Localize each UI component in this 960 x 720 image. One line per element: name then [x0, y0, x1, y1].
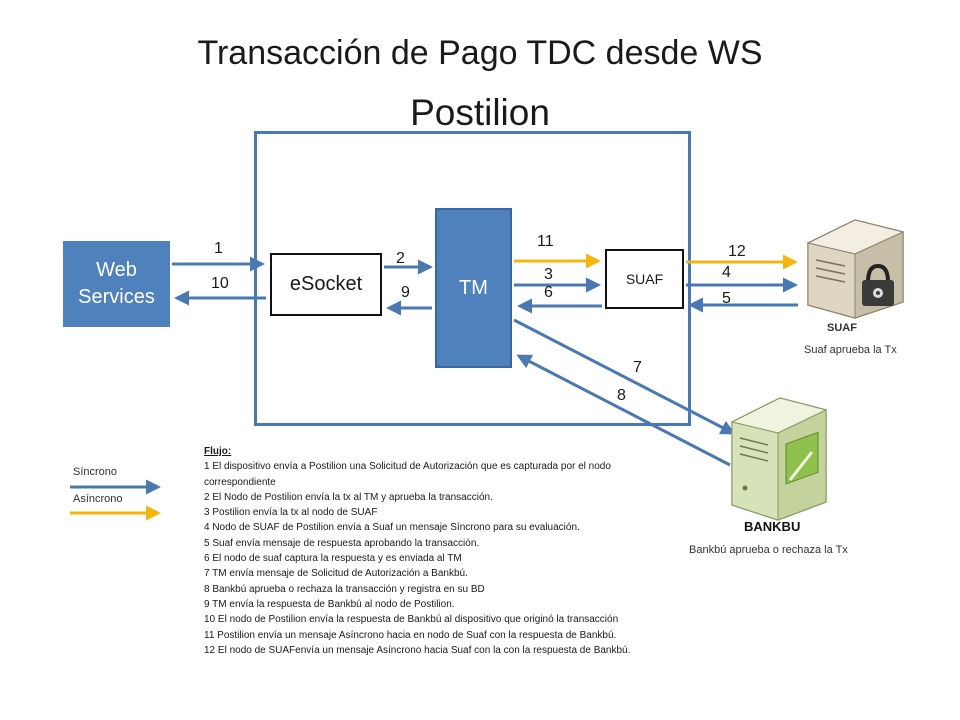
- legend-sync-label: Síncrono: [73, 466, 118, 478]
- tm-node: TM: [435, 208, 512, 368]
- flow-note: 5 Suaf envía mensaje de respuesta aproba…: [204, 537, 480, 549]
- flow-note: 7 TM envía mensaje de Solicitud de Autor…: [204, 568, 468, 580]
- flow-note: 2 El Nodo de Postilion envía la tx al TM…: [204, 491, 493, 503]
- arrow-7: [513, 318, 736, 435]
- title-line-2: Postilion: [410, 92, 550, 133]
- bankbu-server-name: BANKBU: [744, 519, 801, 534]
- flow-notes-header: Flujo:: [204, 446, 232, 457]
- esocket-node: eSocket: [270, 253, 382, 316]
- flow-note: 3 Postilion envía la tx al nodo de SUAF: [204, 507, 378, 519]
- arrow-label-11: 11: [537, 233, 554, 250]
- suaf-node: SUAF: [605, 249, 684, 309]
- flow-note: 6 El nodo de suaf captura la respuesta y…: [204, 553, 462, 565]
- postilion-frame: [254, 131, 691, 426]
- arrow-label-4: 4: [722, 264, 731, 281]
- web-services-node: Web Services: [63, 241, 170, 327]
- arrow-label-2: 2: [396, 250, 405, 267]
- flow-note: 1 El dispositivo envía a Postilion una S…: [204, 461, 611, 488]
- bankbu-server-caption: Bankbú aprueba o rechaza la Tx: [689, 544, 848, 556]
- flow-notes: Flujo: 1 El dispositivo envía a Postilio…: [204, 444, 674, 658]
- arrow-label-12: 12: [728, 243, 746, 260]
- legend-async-label: Asíncrono: [73, 493, 123, 505]
- flow-note: 11 Postilion envía un mensaje Asíncrono …: [204, 629, 617, 641]
- flow-note: 4 Nodo de SUAF de Postilion envía a Suaf…: [204, 522, 580, 534]
- arrow-label-8: 8: [617, 387, 626, 404]
- arrow-label-1: 1: [214, 240, 223, 257]
- suaf-server-name: SUAF: [827, 322, 857, 334]
- arrow-label-5: 5: [722, 290, 731, 307]
- title-line-1: Transacción de Pago TDC desde WS: [197, 34, 763, 72]
- suaf-server-icon: [806, 219, 905, 319]
- arrow-label-6: 6: [544, 284, 553, 301]
- flow-note: 10 El nodo de Postilion envía la respues…: [204, 614, 619, 626]
- flow-note: 9 TM envía la respuesta de Bankbú al nod…: [204, 598, 455, 610]
- suaf-server-caption: Suaf aprueba la Tx: [804, 344, 897, 356]
- arrow-label-9: 9: [401, 284, 410, 301]
- arrow-label-3: 3: [544, 266, 553, 283]
- flow-note: 8 Bankbú aprueba o rechaza la transacció…: [204, 583, 485, 595]
- bankbu-server-icon: [730, 397, 828, 521]
- arrow-label-10: 10: [211, 275, 229, 292]
- arrow-label-7: 7: [633, 359, 642, 376]
- arrow-8: [516, 354, 731, 467]
- flow-note: 12 El nodo de SUAFenvía un mensaje Asínc…: [204, 644, 631, 656]
